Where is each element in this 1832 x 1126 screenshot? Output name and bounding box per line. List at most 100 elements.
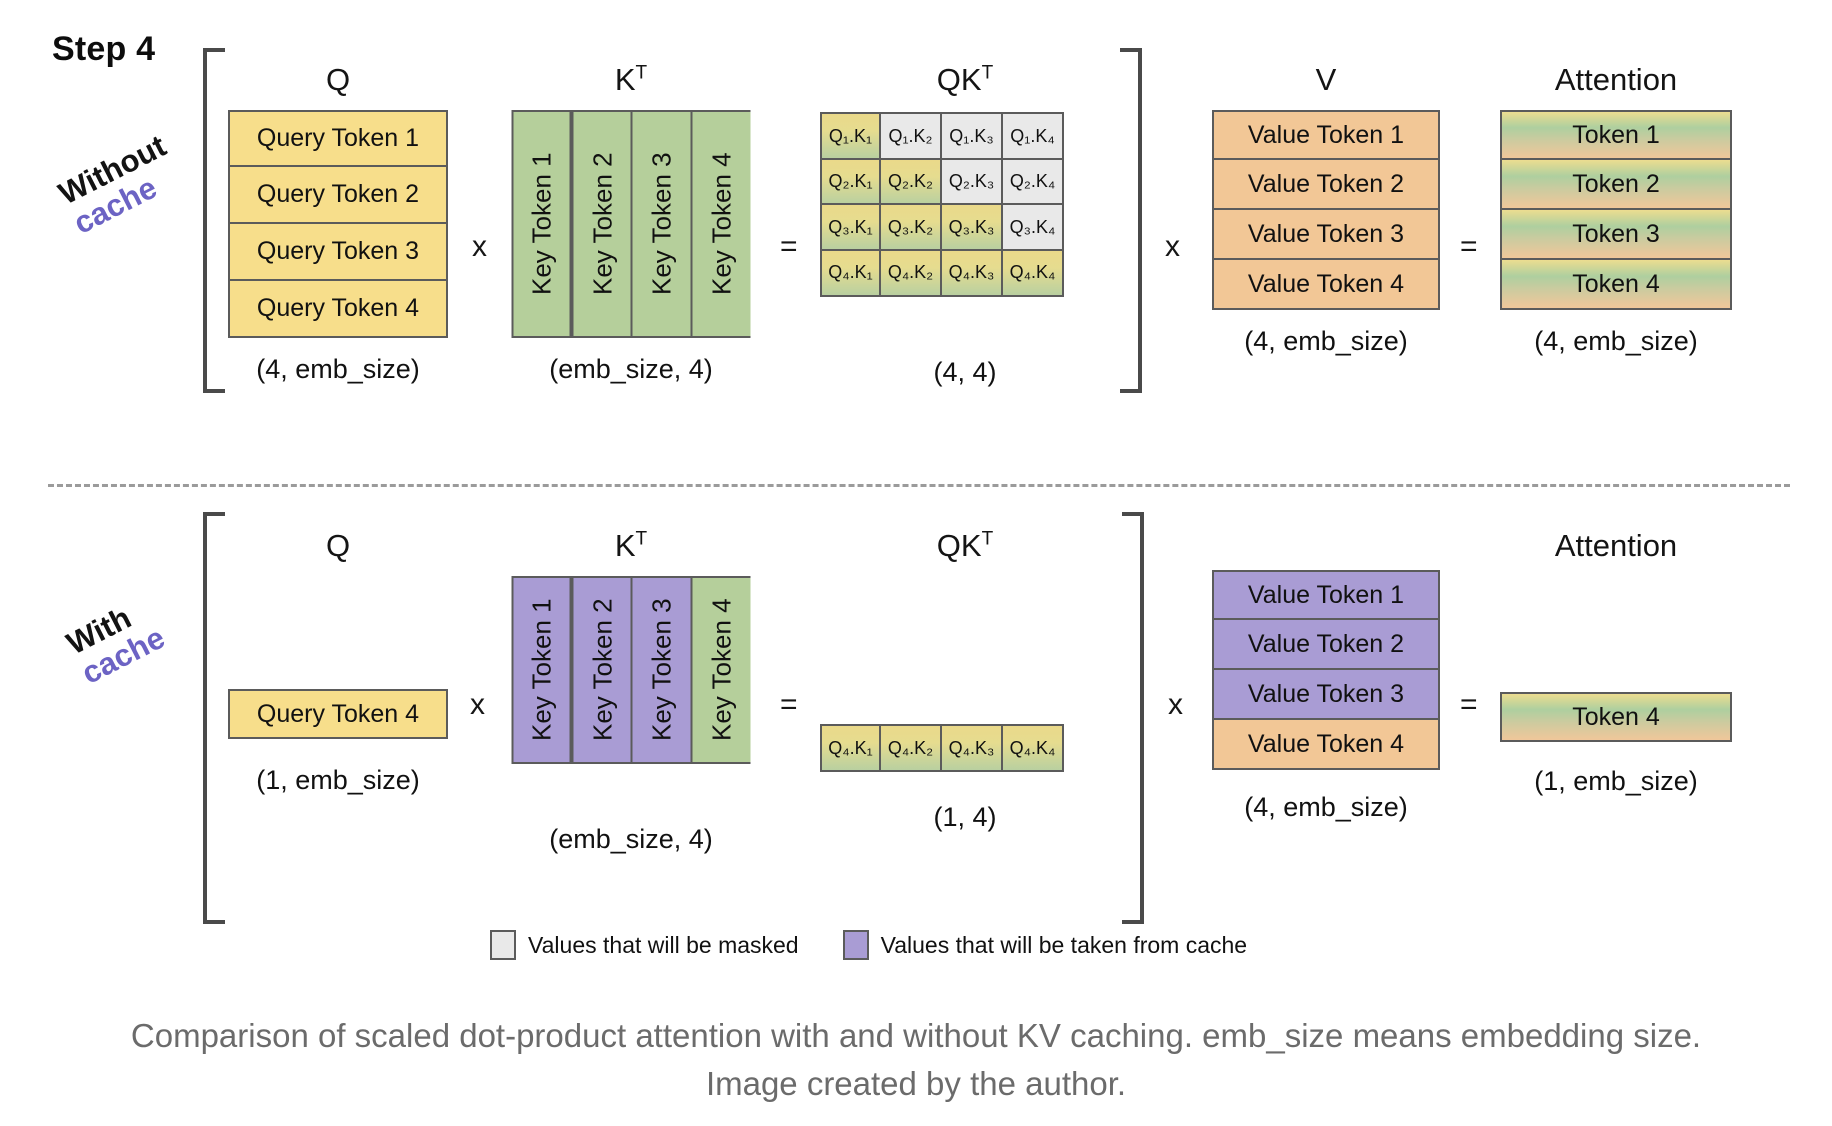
qkt-cell: Q₁.K₁ bbox=[820, 112, 881, 160]
page-title: Step 4 bbox=[52, 30, 156, 68]
legend-label: Values that will be masked bbox=[528, 931, 799, 958]
qkt-cell-masked: Q₁.K₄ bbox=[1003, 112, 1064, 160]
matrix-dims-kt-without-cache: (emb_size, 4) bbox=[549, 354, 713, 384]
operator-multiply-2: x bbox=[1165, 230, 1180, 263]
value-token-cell: Value Token 4 bbox=[1212, 720, 1440, 770]
legend-swatch-cache bbox=[842, 930, 869, 960]
qkt-cell: Q₄.K₁ bbox=[820, 248, 881, 297]
matrix-title-kt: KT bbox=[512, 62, 750, 98]
value-token-cell: Value Token 3 bbox=[1212, 210, 1440, 260]
query-token-cell: Query Token 2 bbox=[228, 167, 448, 224]
qkt-cell-masked: Q₂.K₃ bbox=[942, 157, 1003, 206]
operator-multiply-1: x bbox=[472, 230, 487, 263]
qkt-cell-masked: Q₁.K₂ bbox=[881, 112, 942, 160]
matrix-dims-attention-without-cache: (4, emb_size) bbox=[1534, 326, 1698, 356]
row-label-with-cache: With cache bbox=[61, 592, 170, 691]
bracket-with-cache-right bbox=[1122, 512, 1144, 924]
operator-equals-1: = bbox=[780, 230, 798, 263]
legend-item: Values that will be taken from cache bbox=[842, 930, 1248, 960]
matrix-title-attention-2: Attention bbox=[1554, 528, 1678, 563]
section-divider bbox=[48, 484, 1790, 487]
matrix-title-q: Q bbox=[325, 62, 351, 97]
key-token-column: Key Token 1 bbox=[512, 576, 572, 764]
caption-line-2: Image created by the author. bbox=[705, 1064, 1127, 1102]
key-token-column: Key Token 1 bbox=[512, 110, 572, 338]
matrix-title-qkt2-base: QK bbox=[936, 528, 982, 563]
matrix-dims-kt-with-cache: (emb_size, 4) bbox=[549, 824, 713, 854]
query-token-cell: Query Token 4 bbox=[228, 281, 448, 338]
qkt-cell-masked: Q₂.K₄ bbox=[1003, 157, 1064, 206]
attention-token-cell: Token 2 bbox=[1500, 160, 1732, 210]
matrix-title-qkt2-sup: T bbox=[981, 528, 994, 550]
value-token-cell: Value Token 3 bbox=[1212, 670, 1440, 720]
matrix-title-qkt: QKT bbox=[820, 62, 1110, 98]
qkt-cell-masked: Q₃.K₄ bbox=[1003, 203, 1064, 251]
query-token-cell: Query Token 3 bbox=[228, 224, 448, 281]
matrix-title-kt-sup: T bbox=[635, 62, 648, 84]
operator-equals-4: = bbox=[1460, 688, 1478, 721]
key-token-column: Key Token 4 bbox=[690, 110, 750, 338]
key-token-column: Key Token 2 bbox=[571, 576, 631, 764]
value-token-cell: Value Token 2 bbox=[1212, 620, 1440, 670]
attention-token-cell: Token 4 bbox=[1500, 260, 1732, 310]
query-token-cell: Query Token 4 bbox=[228, 689, 448, 739]
matrix-title-kt2-sup: T bbox=[635, 528, 648, 550]
qkt-cell: Q₃.K₁ bbox=[820, 203, 881, 251]
legend-item: Values that will be masked bbox=[490, 930, 799, 960]
matrix-title-q-2: Q bbox=[325, 528, 351, 563]
qkt-cell: Q₃.K₃ bbox=[942, 203, 1003, 251]
row-label-without-cache: Without cache bbox=[53, 128, 186, 241]
qkt-cell: Q₄.K₃ bbox=[942, 724, 1003, 772]
matrix-dims-qkt-without-cache: (4, 4) bbox=[933, 356, 997, 387]
qkt-cell: Q₄.K₄ bbox=[1003, 724, 1064, 772]
matrix-dims-v-with-cache: (4, emb_size) bbox=[1244, 792, 1408, 822]
qkt-cell: Q₂.K₁ bbox=[820, 157, 881, 206]
attention-token-cell: Token 3 bbox=[1500, 210, 1732, 260]
operator-multiply-3: x bbox=[470, 688, 485, 721]
key-token-column: Key Token 3 bbox=[631, 110, 691, 338]
matrix-title-qkt-2: QKT bbox=[820, 528, 1110, 564]
value-token-cell: Value Token 4 bbox=[1212, 260, 1440, 310]
matrix-dims-qkt-with-cache: (1, 4) bbox=[933, 802, 997, 832]
qkt-cell: Q₄.K₂ bbox=[881, 248, 942, 297]
attention-token-cell: Token 4 bbox=[1500, 692, 1732, 742]
matrix-title-qkt-base: QK bbox=[936, 62, 982, 97]
bracket-without-cache-right bbox=[1120, 48, 1142, 393]
legend: Values that will be masked Values that wi… bbox=[490, 930, 1247, 960]
legend-swatch-masked bbox=[490, 930, 516, 960]
attention-token-cell: Token 1 bbox=[1500, 110, 1732, 160]
matrix-title-qkt-sup: T bbox=[981, 62, 994, 84]
matrix-title-v: V bbox=[1315, 62, 1337, 97]
key-token-column: Key Token 4 bbox=[690, 576, 750, 764]
qkt-cell: Q₄.K₂ bbox=[881, 724, 942, 772]
key-token-column: Key Token 2 bbox=[571, 110, 631, 338]
matrix-title-kt-2: KT bbox=[512, 528, 750, 564]
value-token-cell: Value Token 1 bbox=[1212, 110, 1440, 160]
value-token-cell: Value Token 2 bbox=[1212, 160, 1440, 210]
legend-label: Values that will be taken from cache bbox=[880, 931, 1248, 958]
matrix-dims-q-without-cache: (4, emb_size) bbox=[256, 354, 420, 384]
qkt-cell: Q₄.K₃ bbox=[942, 248, 1003, 297]
bracket-without-cache-left bbox=[203, 48, 225, 393]
matrix-dims-v-without-cache: (4, emb_size) bbox=[1244, 326, 1408, 356]
matrix-dims-attention-with-cache: (1, emb_size) bbox=[1534, 766, 1698, 796]
qkt-cell-masked: Q₁.K₃ bbox=[942, 112, 1003, 160]
matrix-q-with-cache: Q Query Token 4 (1, emb_size) bbox=[228, 528, 448, 796]
operator-equals-2: = bbox=[1460, 230, 1478, 263]
